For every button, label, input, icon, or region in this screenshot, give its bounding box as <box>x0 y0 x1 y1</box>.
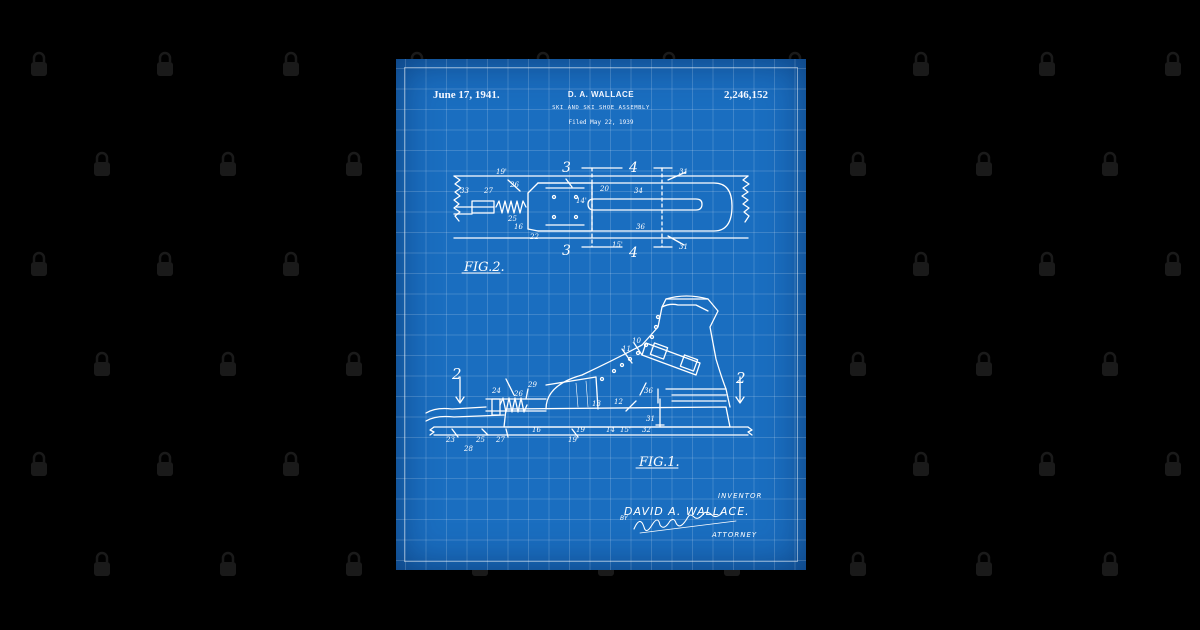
lock-icon <box>217 550 239 578</box>
svg-text:15': 15' <box>620 426 631 434</box>
svg-text:22: 22 <box>529 233 539 241</box>
patent-number: 2,246,152 <box>724 89 768 101</box>
lock-icon <box>280 250 302 278</box>
lock-icon <box>1036 250 1058 278</box>
fig1-label: FIG.1. <box>638 455 680 470</box>
svg-text:27: 27 <box>483 187 493 195</box>
attorney-label: ATTORNEY <box>712 531 758 539</box>
svg-text:36: 36 <box>636 223 645 231</box>
lock-icon <box>217 150 239 178</box>
svg-text:19: 19 <box>576 426 585 434</box>
lock-icon <box>847 550 869 578</box>
lock-icon <box>910 250 932 278</box>
svg-text:32: 32 <box>642 426 651 434</box>
lock-icon <box>343 350 365 378</box>
svg-text:24: 24 <box>491 387 501 395</box>
svg-text:2: 2 <box>451 365 462 383</box>
lock-icon <box>280 50 302 78</box>
patent-date: June 17, 1941. <box>433 89 500 101</box>
fig1-reference-numerals: 10 11 36 2 2 24 26 29 13 12 31 16 19 14 … <box>445 337 746 453</box>
fig2-label: FIG.2. <box>463 260 505 275</box>
svg-text:19': 19' <box>496 168 507 176</box>
svg-text:3: 3 <box>562 243 571 259</box>
inventor-name: DAVID A. WALLACE. <box>624 505 750 518</box>
lock-icon <box>217 350 239 378</box>
fig2-top-view-illustration <box>453 167 750 248</box>
svg-text:23: 23 <box>445 436 455 444</box>
lock-icon <box>1099 150 1121 178</box>
svg-text:31: 31 <box>646 415 655 423</box>
svg-text:27: 27 <box>495 436 505 444</box>
svg-text:36: 36 <box>644 387 653 395</box>
svg-text:3: 3 <box>562 160 571 176</box>
lock-icon <box>28 450 50 478</box>
svg-text:2: 2 <box>735 369 746 387</box>
lock-icon <box>847 150 869 178</box>
lock-icon <box>1162 250 1184 278</box>
svg-text:34: 34 <box>634 187 643 195</box>
blueprint-grid <box>396 59 806 570</box>
lock-icon <box>343 150 365 178</box>
lock-icon <box>973 550 995 578</box>
svg-text:20: 20 <box>599 185 609 193</box>
blueprint-poster: June 17, 1941. D. A. WALLACE 2,246,152 S… <box>396 59 806 570</box>
lock-icon <box>154 250 176 278</box>
lock-icon <box>343 550 365 578</box>
lock-icon <box>280 450 302 478</box>
svg-text:31: 31 <box>679 168 688 176</box>
lock-icon <box>154 450 176 478</box>
lock-icon <box>91 350 113 378</box>
patent-title: SKI AND SKI SHOE ASSEMBLY <box>552 105 650 111</box>
fig2-reference-numerals: 19' 3 4 31 33 27 26 20 14' 34 16 25 22 1… <box>460 160 688 261</box>
svg-text:14': 14' <box>576 197 587 205</box>
svg-text:25: 25 <box>475 436 485 444</box>
drawing-frame <box>404 67 798 562</box>
lock-icon <box>1162 450 1184 478</box>
svg-text:31: 31 <box>679 243 688 251</box>
by-label: BY <box>620 515 628 522</box>
lock-icon <box>973 350 995 378</box>
attorney-signature <box>633 511 723 532</box>
lock-icon <box>28 250 50 278</box>
lock-icon <box>910 450 932 478</box>
lock-icon <box>1162 50 1184 78</box>
lock-icon <box>847 350 869 378</box>
svg-text:4: 4 <box>628 160 638 176</box>
svg-text:11: 11 <box>622 345 631 353</box>
lock-icon <box>1099 350 1121 378</box>
lock-icon <box>91 150 113 178</box>
fig1-side-view-illustration <box>425 295 753 438</box>
svg-text:10: 10 <box>632 337 641 345</box>
lock-icon <box>1099 550 1121 578</box>
svg-text:26: 26 <box>509 181 519 189</box>
svg-text:15': 15' <box>612 241 623 249</box>
patent-drawing: 19' 3 4 31 33 27 26 20 14' 34 16 25 22 1… <box>425 160 753 534</box>
svg-text:4: 4 <box>628 245 638 261</box>
svg-text:19': 19' <box>568 436 579 444</box>
lock-icon <box>154 50 176 78</box>
svg-text:16: 16 <box>532 426 541 434</box>
svg-text:14: 14 <box>606 426 615 434</box>
svg-text:12: 12 <box>614 398 623 406</box>
svg-text:28: 28 <box>463 445 473 453</box>
lock-icon <box>973 150 995 178</box>
lock-icon <box>910 50 932 78</box>
svg-text:25: 25 <box>507 215 517 223</box>
patent-filed-date: Filed May 22, 1939 <box>568 119 634 126</box>
svg-text:29: 29 <box>527 381 537 389</box>
svg-text:16: 16 <box>514 223 523 231</box>
svg-text:13: 13 <box>592 400 601 408</box>
lock-icon <box>28 50 50 78</box>
lock-icon <box>91 550 113 578</box>
svg-text:26: 26 <box>513 390 523 398</box>
lock-icon <box>1036 450 1058 478</box>
svg-text:33: 33 <box>460 187 469 195</box>
lock-icon <box>1036 50 1058 78</box>
patent-inventor-header: D. A. WALLACE <box>567 90 635 99</box>
inventor-label: INVENTOR <box>718 492 763 500</box>
